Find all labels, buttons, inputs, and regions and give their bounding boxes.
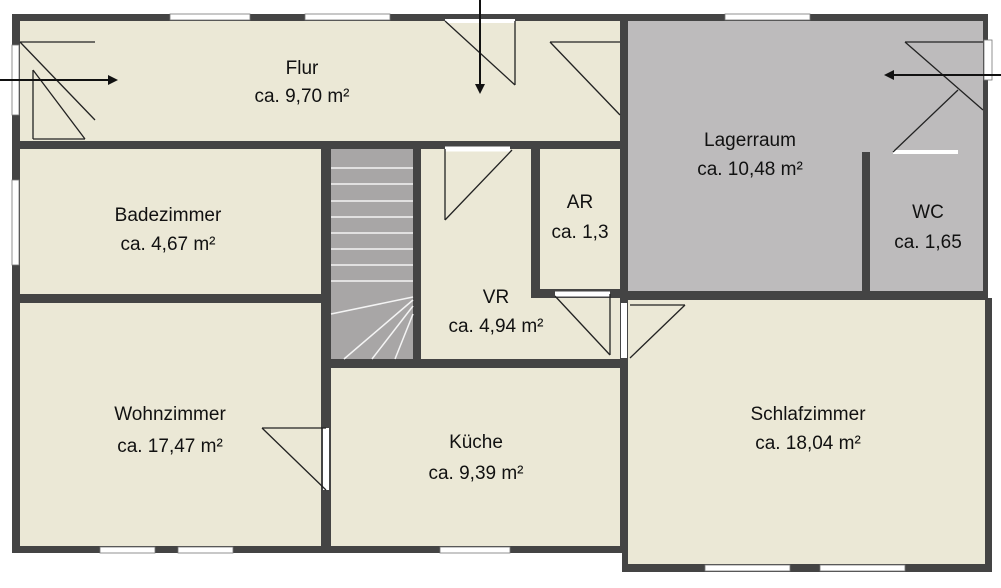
room-name-kueche: Küche (449, 432, 503, 453)
room-area-wohnzimmer: ca. 17,47 m² (117, 436, 223, 457)
wc-wall (862, 152, 870, 292)
room-ar (540, 149, 620, 289)
room-wohnzimmer (20, 303, 321, 546)
stair-treads (330, 167, 414, 360)
room-area-wc: ca. 1,65 (894, 232, 962, 253)
room-name-schlafzimmer: Schlafzimmer (750, 404, 866, 425)
room-area-flur: ca. 9,70 m² (254, 86, 349, 107)
room-badezimmer (20, 149, 321, 294)
room-area-lagerraum: ca. 10,48 m² (697, 159, 803, 180)
room-name-vr: VR (483, 287, 509, 308)
room-area-vr: ca. 4,94 m² (448, 316, 543, 337)
room-name-badezimmer: Badezimmer (115, 205, 222, 226)
windows (11, 13, 993, 572)
room-wc (870, 160, 983, 291)
room-kueche (331, 368, 620, 546)
room-schlafzimmer (628, 300, 985, 564)
room-vr (421, 149, 531, 359)
room-name-wc: WC (912, 202, 944, 223)
room-name-ar: AR (567, 192, 593, 213)
room-area-ar: ca. 1,3 (551, 222, 608, 243)
room-name-lagerraum: Lagerraum (704, 130, 796, 151)
room-vr-ext (531, 298, 620, 359)
room-name-wohnzimmer: Wohnzimmer (114, 404, 226, 425)
entrance-arrows (0, 0, 1001, 94)
staircase (331, 149, 413, 359)
room-name-flur: Flur (286, 58, 319, 79)
room-area-schlafzimmer: ca. 18,04 m² (755, 433, 861, 454)
room-area-badezimmer: ca. 4,67 m² (120, 234, 215, 255)
room-flur (20, 21, 620, 141)
room-area-kueche: ca. 9,39 m² (428, 463, 523, 484)
